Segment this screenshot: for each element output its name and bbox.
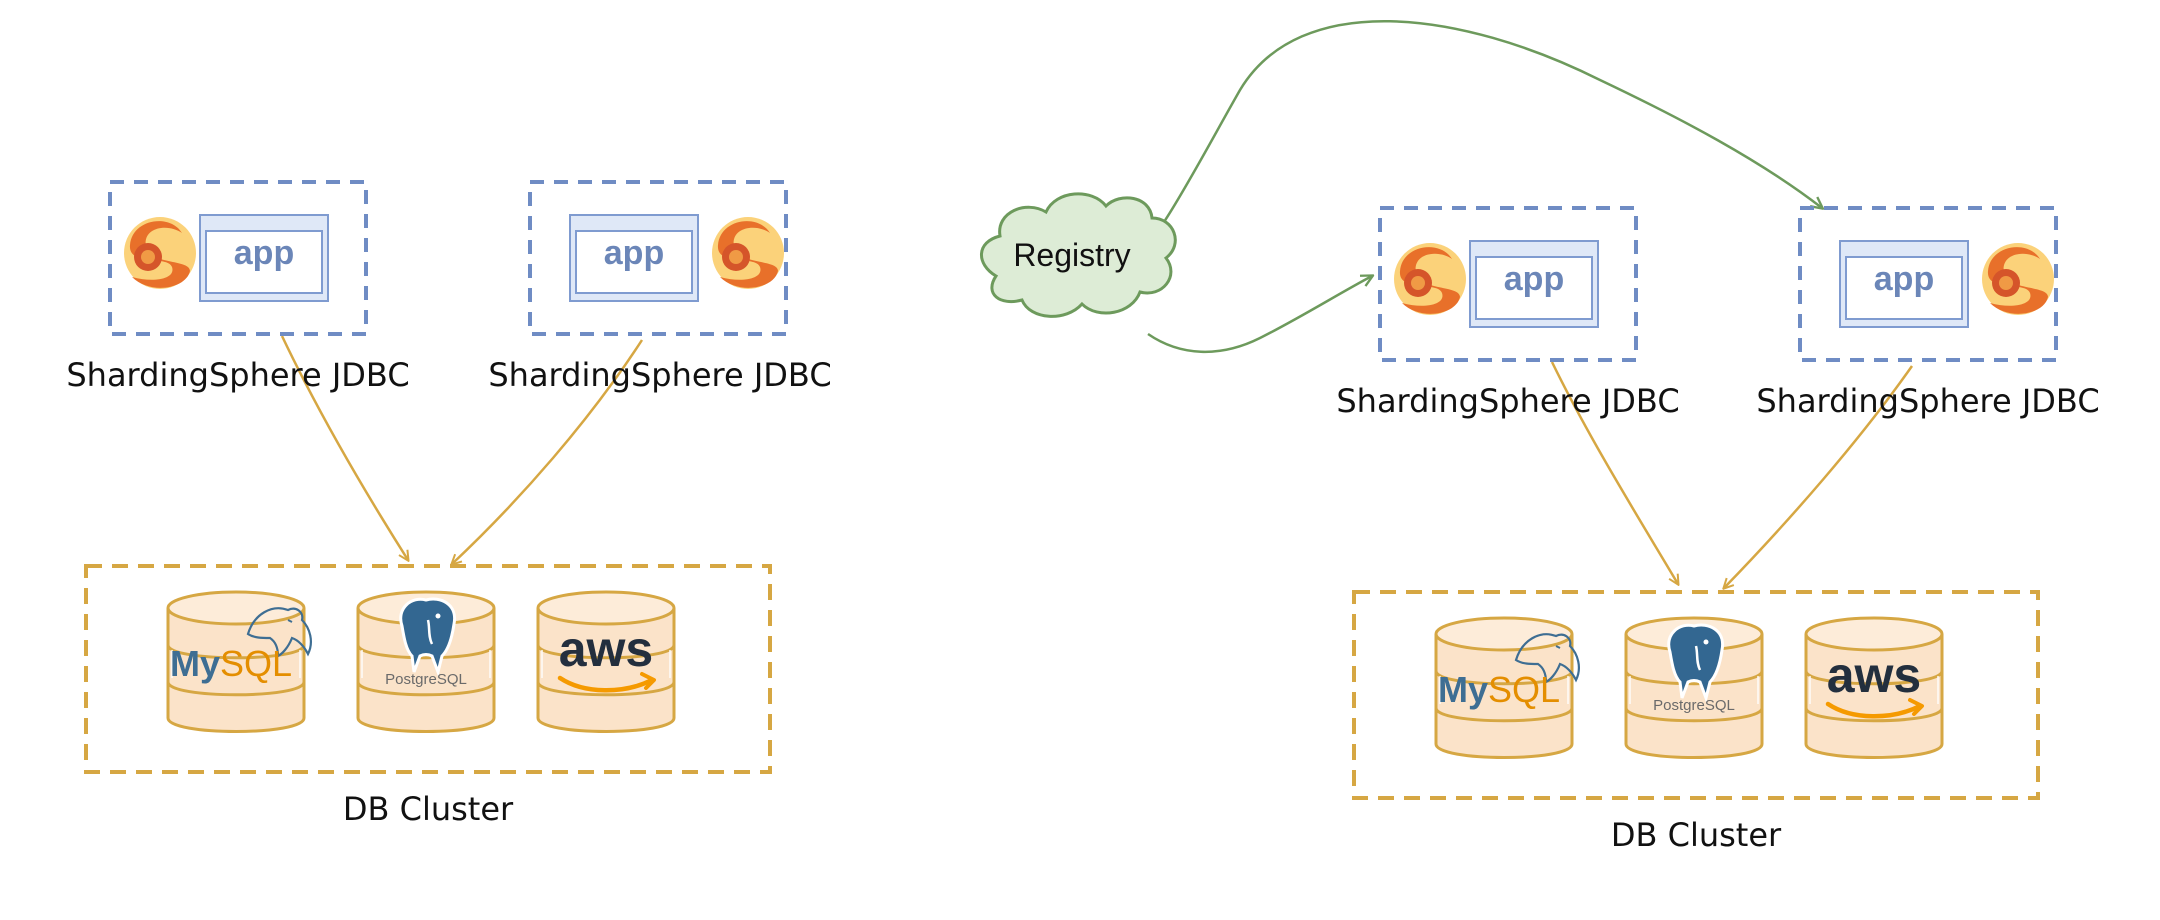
db-cluster-box — [84, 564, 772, 774]
arrow-app2-to-cluster — [452, 339, 644, 564]
db-aws: aws — [536, 590, 676, 733]
app-caption: ShardingSphere JDBC — [1756, 382, 2099, 420]
db-aws: aws — [1804, 616, 1944, 759]
shardingsphere-logo-icon — [1394, 243, 1466, 315]
db-mysql: MySQL — [1434, 616, 1580, 759]
db-mysql: MySQL — [166, 590, 312, 733]
arrow-registry-to-app2 — [1117, 19, 1822, 283]
app-label: app — [1874, 260, 1934, 298]
right-diagram: Registry app ShardingSphere JDBC app Sha… — [980, 19, 2100, 854]
db-cluster-left: MySQL PostgreSQL aws DB Cluster — [84, 564, 772, 828]
db-cluster-label: DB Cluster — [1611, 816, 1782, 854]
mysql-logo-text: MySQL — [170, 643, 292, 684]
arrow-app1-to-cluster — [1550, 361, 1678, 584]
app-container-box — [108, 180, 368, 336]
app-group-right-2: app ShardingSphere JDBC — [1756, 206, 2100, 420]
app-label: app — [234, 234, 294, 272]
db-cluster-label: DB Cluster — [343, 790, 514, 828]
app-group-left-1: app ShardingSphere JDBC — [66, 180, 410, 394]
app-caption: ShardingSphere JDBC — [66, 356, 409, 394]
app-container-box — [528, 180, 788, 336]
mysql-logo-text: MySQL — [1438, 669, 1560, 710]
postgresql-logo-text: PostgreSQL — [385, 671, 467, 688]
aws-logo-text: aws — [1827, 647, 1922, 703]
arrow-app1-to-cluster — [280, 335, 408, 560]
shardingsphere-logo-icon — [712, 217, 784, 289]
registry-cloud: Registry — [980, 192, 1177, 318]
aws-logo-text: aws — [559, 621, 654, 677]
db-cluster-right: MySQL PostgreSQL aws DB Cluster — [1352, 590, 2040, 854]
db-cluster-box — [1352, 590, 2040, 800]
db-postgresql: PostgreSQL — [1624, 616, 1764, 759]
app-label: app — [604, 234, 664, 272]
postgresql-logo-text: PostgreSQL — [1653, 697, 1735, 714]
db-postgresql: PostgreSQL — [356, 590, 496, 733]
shardingsphere-logo-icon — [124, 217, 196, 289]
shardingsphere-logo-icon — [1982, 243, 2054, 315]
app-container-box — [1798, 206, 2058, 362]
app-container-box — [1378, 206, 1638, 362]
app-caption: ShardingSphere JDBC — [1336, 382, 1679, 420]
app-group-right-1: app ShardingSphere JDBC — [1336, 206, 1680, 420]
app-label: app — [1504, 260, 1564, 298]
arrow-registry-to-app1 — [1147, 276, 1372, 353]
registry-label: Registry — [1013, 237, 1130, 273]
app-group-left-2: app ShardingSphere JDBC — [488, 180, 832, 394]
arrow-app2-to-cluster — [1724, 365, 1914, 588]
left-diagram: app ShardingSphere JDBC app ShardingSphe… — [66, 180, 832, 828]
app-caption: ShardingSphere JDBC — [488, 356, 831, 394]
cloud-shape — [980, 192, 1177, 318]
